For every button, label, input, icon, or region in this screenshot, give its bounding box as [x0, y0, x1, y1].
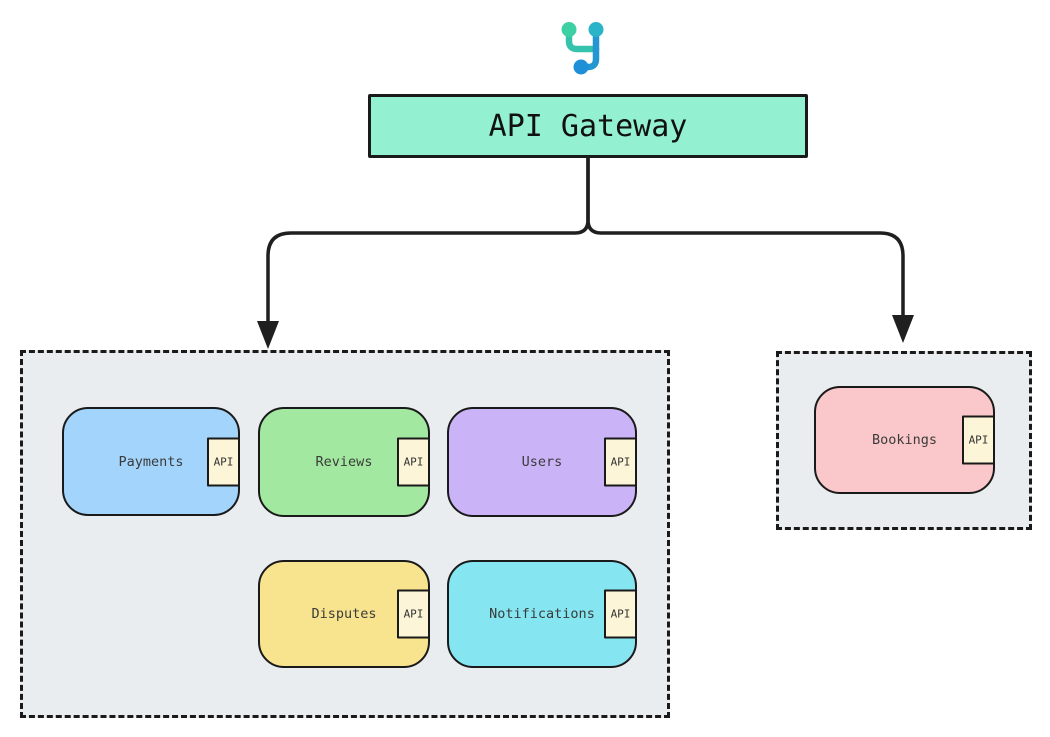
arrow-to-core-services [266, 156, 590, 326]
fork-dot-blue [573, 59, 589, 75]
service-label-disputes: Disputes [311, 606, 377, 622]
service-label-reviews: Reviews [315, 454, 373, 470]
service-node-bookings: Bookings API [814, 386, 995, 494]
fork-dot-teal [561, 22, 577, 37]
api-badge: API [397, 589, 430, 639]
api-gateway-label: API Gateway [488, 108, 688, 144]
service-label-bookings: Bookings [871, 432, 938, 448]
api-badge: API [962, 415, 995, 465]
service-label-notifications: Notifications [489, 606, 595, 622]
fork-left-arm [565, 32, 600, 53]
api-badge: API [397, 437, 430, 487]
service-label-users: Users [521, 454, 563, 470]
service-node-disputes: Disputes API [258, 560, 430, 668]
fork-branch-icon [561, 22, 604, 75]
service-node-reviews: Reviews API [258, 407, 430, 517]
service-node-payments: Payments API [62, 407, 240, 516]
fork-dot-mid [588, 22, 604, 37]
service-node-users: Users API [447, 407, 637, 517]
service-node-notifications: Notifications API [447, 560, 637, 668]
api-badge: API [604, 437, 637, 487]
api-gateway-node: API Gateway [368, 94, 808, 158]
arrowhead-left [257, 321, 279, 349]
service-label-payments: Payments [118, 453, 184, 470]
arrowhead-right [892, 315, 914, 343]
api-badge: API [207, 437, 240, 486]
api-badge: API [604, 589, 637, 639]
arrow-to-bookings [586, 156, 905, 320]
